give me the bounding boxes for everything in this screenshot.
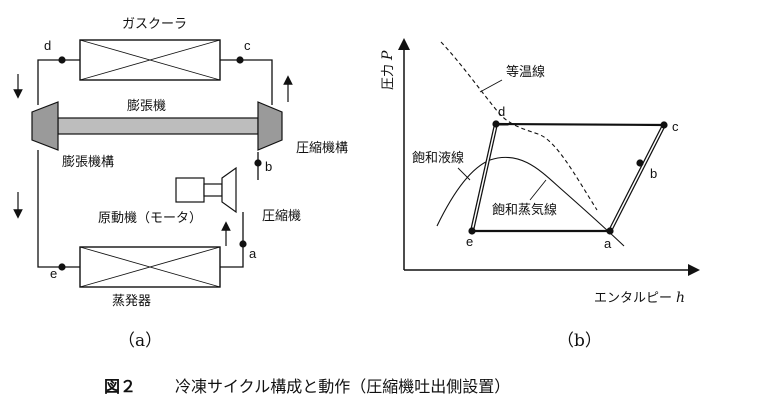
- cycle-path: [470, 122, 666, 233]
- point-c-marker: [236, 56, 244, 64]
- x-axis-symbol: h: [676, 290, 685, 306]
- point-b-marker: [254, 159, 262, 167]
- ph-point-d-marker: [492, 120, 500, 128]
- isotherm-leader: [479, 79, 503, 93]
- compressor-mechanism: [257, 101, 283, 151]
- evaporator-label: 蒸発器: [112, 294, 151, 309]
- ph-point-e-marker: [468, 227, 476, 235]
- x-axis-label: エンタルピー: [594, 291, 672, 306]
- ph-point-a-marker: [606, 227, 614, 235]
- compressor-mechanism-label: 圧縮機構: [296, 140, 348, 156]
- point-b-label: b: [265, 159, 272, 174]
- ph-diagram: 圧力 P エンタルピー h: [380, 38, 700, 351]
- point-e-label: e: [50, 266, 57, 281]
- saturated-vapor-label: 飽和蒸気線: [492, 202, 557, 218]
- point-e-marker: [58, 263, 66, 271]
- cycle-schematic: ガスクーラ 蒸発器 膨張機 膨張機構 圧縮機構: [13, 17, 348, 351]
- expander-label: 膨張機: [127, 99, 166, 114]
- ph-point-c-marker: [660, 121, 668, 129]
- prime-mover: [175, 177, 223, 203]
- point-d-marker: [58, 56, 66, 64]
- ph-point-d-label: d: [498, 104, 505, 119]
- flow-arrows: [13, 74, 293, 246]
- ph-point-e-label: e: [466, 234, 473, 249]
- prime-mover-label: 原動機（モータ）: [98, 211, 202, 226]
- figure-caption: 冷凍サイクル構成と動作（圧縮機吐出側設置）: [175, 377, 510, 396]
- expander-mechanism-label: 膨張機構: [62, 155, 114, 170]
- point-a-marker: [239, 240, 247, 248]
- isotherm-label: 等温線: [506, 64, 545, 80]
- sublabel-b: （b）: [557, 331, 602, 351]
- gas-cooler-label: ガスクーラ: [122, 17, 187, 32]
- point-c-label: c: [244, 38, 251, 53]
- y-axis-label: 圧力: [381, 64, 396, 90]
- ph-point-b-label: b: [650, 166, 657, 181]
- expander-mechanism: [31, 101, 59, 151]
- evaporator: [79, 246, 221, 288]
- state-points-schematic: [58, 56, 262, 271]
- y-axis-label-group: 圧力 P: [380, 50, 396, 90]
- compressor-label: 圧縮機: [262, 208, 301, 224]
- gas-cooler: [79, 39, 221, 81]
- state-points-ph: [468, 120, 668, 235]
- ph-point-c-label: c: [672, 119, 679, 134]
- point-a-label: a: [249, 246, 257, 261]
- saturated-liquid-label: 飽和液線: [412, 150, 464, 166]
- y-axis-symbol: P: [380, 50, 396, 61]
- compressor: [221, 166, 237, 214]
- saturated-vapor-leader: [529, 179, 547, 201]
- ph-point-b-marker: [636, 159, 644, 167]
- saturated-liquid-leader: [457, 167, 471, 181]
- expander-shaft: [57, 117, 259, 135]
- isotherm-line: [440, 41, 598, 211]
- point-d-label: d: [44, 38, 51, 53]
- sublabel-a: （a）: [118, 331, 162, 351]
- saturation-dome: [436, 156, 625, 247]
- process-c-d: [495, 122, 665, 127]
- ph-point-a-label: a: [604, 236, 612, 251]
- figure-number: 図２: [104, 377, 136, 396]
